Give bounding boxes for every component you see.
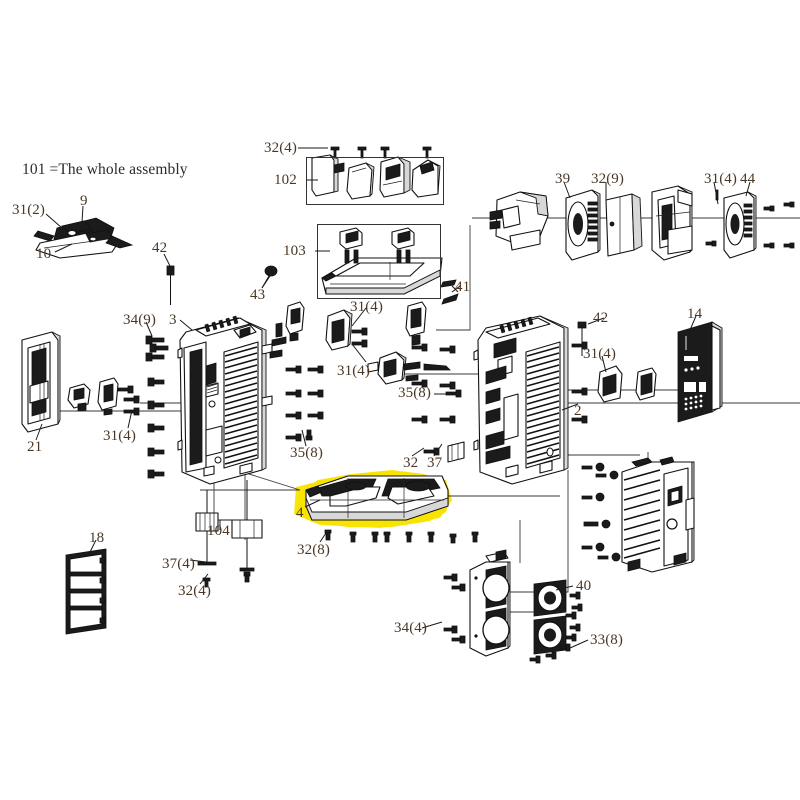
callout-31-4-left: 31(4) xyxy=(103,428,136,444)
leader-21 xyxy=(35,423,43,441)
callout-31-4-right: 31(4) xyxy=(583,346,616,362)
leader-31-4-right xyxy=(601,355,607,373)
callout-42-left: 42 xyxy=(152,240,168,256)
callout-2: 2 xyxy=(574,403,582,419)
leader-31-4-topright xyxy=(713,181,719,205)
part-21-left-panel xyxy=(21,331,61,433)
callout-102: 102 xyxy=(274,172,297,188)
left-small-parts xyxy=(67,377,119,416)
callout-32-4-top: 32(4) xyxy=(264,140,297,156)
callout-44: 44 xyxy=(740,171,756,187)
leader-42-left xyxy=(163,253,171,267)
leader-31-4-left xyxy=(127,409,133,429)
callout-9: 9 xyxy=(80,193,88,209)
callout-21: 21 xyxy=(27,439,43,455)
callout-18: 18 xyxy=(89,530,105,546)
callout-41: 41 xyxy=(455,279,471,295)
part-4-base-frame xyxy=(305,475,449,521)
callout-34-9: 34(9) xyxy=(123,312,156,328)
callout-32: 32 xyxy=(403,455,419,471)
callout-39: 39 xyxy=(555,171,571,187)
callout-14: 14 xyxy=(687,306,703,322)
leader-37-4 xyxy=(189,559,207,563)
callout-31-4-a: 31(4) xyxy=(350,299,383,315)
leader-14 xyxy=(689,315,697,331)
leader-39 xyxy=(563,181,571,199)
part-104-feet xyxy=(195,480,263,588)
leader-34-4 xyxy=(421,621,443,629)
callout-35-8-left: 35(8) xyxy=(290,445,323,461)
group-box-102 xyxy=(306,157,444,205)
leader-31-2 xyxy=(45,213,63,229)
callout-4: 4 xyxy=(296,505,304,521)
leader-33-8 xyxy=(569,639,589,649)
leader-42-right xyxy=(587,317,605,325)
leader-40 xyxy=(555,585,574,591)
part-2-right-housing xyxy=(473,315,569,485)
part-3-left-housing xyxy=(177,315,273,485)
callout-31-4-topright: 31(4) xyxy=(704,171,737,187)
callout-32-4-bottom: 32(4) xyxy=(178,583,211,599)
part-42-rod-left xyxy=(166,265,175,305)
leader-31-4-a xyxy=(351,307,367,327)
part-18-grille xyxy=(65,548,107,635)
callout-34-4: 34(4) xyxy=(394,620,427,636)
callout-32-9: 32(9) xyxy=(591,171,624,187)
fan-housing-assembly xyxy=(443,549,583,664)
leader-44 xyxy=(745,181,751,197)
callout-42-right: 42 xyxy=(593,310,609,326)
legend-text: 101 =The whole assembly xyxy=(22,161,188,178)
callout-43: 43 xyxy=(250,287,266,303)
callout-31-4-b: 31(4) xyxy=(337,363,370,379)
leader-4 xyxy=(304,499,321,508)
leader-32-8 xyxy=(319,529,329,543)
screw-cluster-center xyxy=(285,327,368,442)
callout-31-2: 31(2) xyxy=(12,202,45,218)
leader-2 xyxy=(561,403,579,411)
callout-40: 40 xyxy=(576,578,592,594)
leader-3 xyxy=(179,319,193,331)
part-42-rod-right xyxy=(577,321,587,356)
part-41-clips xyxy=(440,279,461,305)
group-box-103 xyxy=(317,224,441,299)
leader-37 xyxy=(433,443,443,457)
group-103-parts xyxy=(321,227,443,295)
screw-cluster-right-housing xyxy=(411,341,588,463)
callout-33-8: 33(8) xyxy=(590,632,623,648)
leader-9 xyxy=(81,205,84,223)
leader-18 xyxy=(87,539,97,557)
screw-cluster-left xyxy=(117,335,169,479)
group-102-parts xyxy=(311,146,441,200)
leader-104-bracket xyxy=(219,519,245,530)
top-right-cluster xyxy=(489,185,795,261)
callout-3: 3 xyxy=(169,312,177,328)
right-small-bracket xyxy=(597,365,657,403)
callout-32-8: 32(8) xyxy=(297,542,330,558)
callout-35-8-right: 35(8) xyxy=(398,385,431,401)
callout-104: 104 xyxy=(207,523,230,539)
leader-43 xyxy=(261,275,271,289)
heatsink-module xyxy=(581,456,695,573)
leader-32-4-bottom xyxy=(199,573,209,585)
leader-32 xyxy=(411,447,425,457)
leader-31-4-b xyxy=(351,343,367,363)
callout-103: 103 xyxy=(283,243,306,259)
center-small-parts xyxy=(269,301,451,385)
leader-35-8-left xyxy=(301,429,307,447)
leader-10 xyxy=(54,243,73,253)
part-14-right-panel xyxy=(677,321,723,423)
leader-34-9 xyxy=(145,321,153,337)
callout-37: 37 xyxy=(427,455,443,471)
leader-41 xyxy=(451,285,459,293)
part-32-screw-row xyxy=(324,529,479,544)
callout-37-4: 37(4) xyxy=(162,556,195,572)
callout-10: 10 xyxy=(36,246,52,262)
